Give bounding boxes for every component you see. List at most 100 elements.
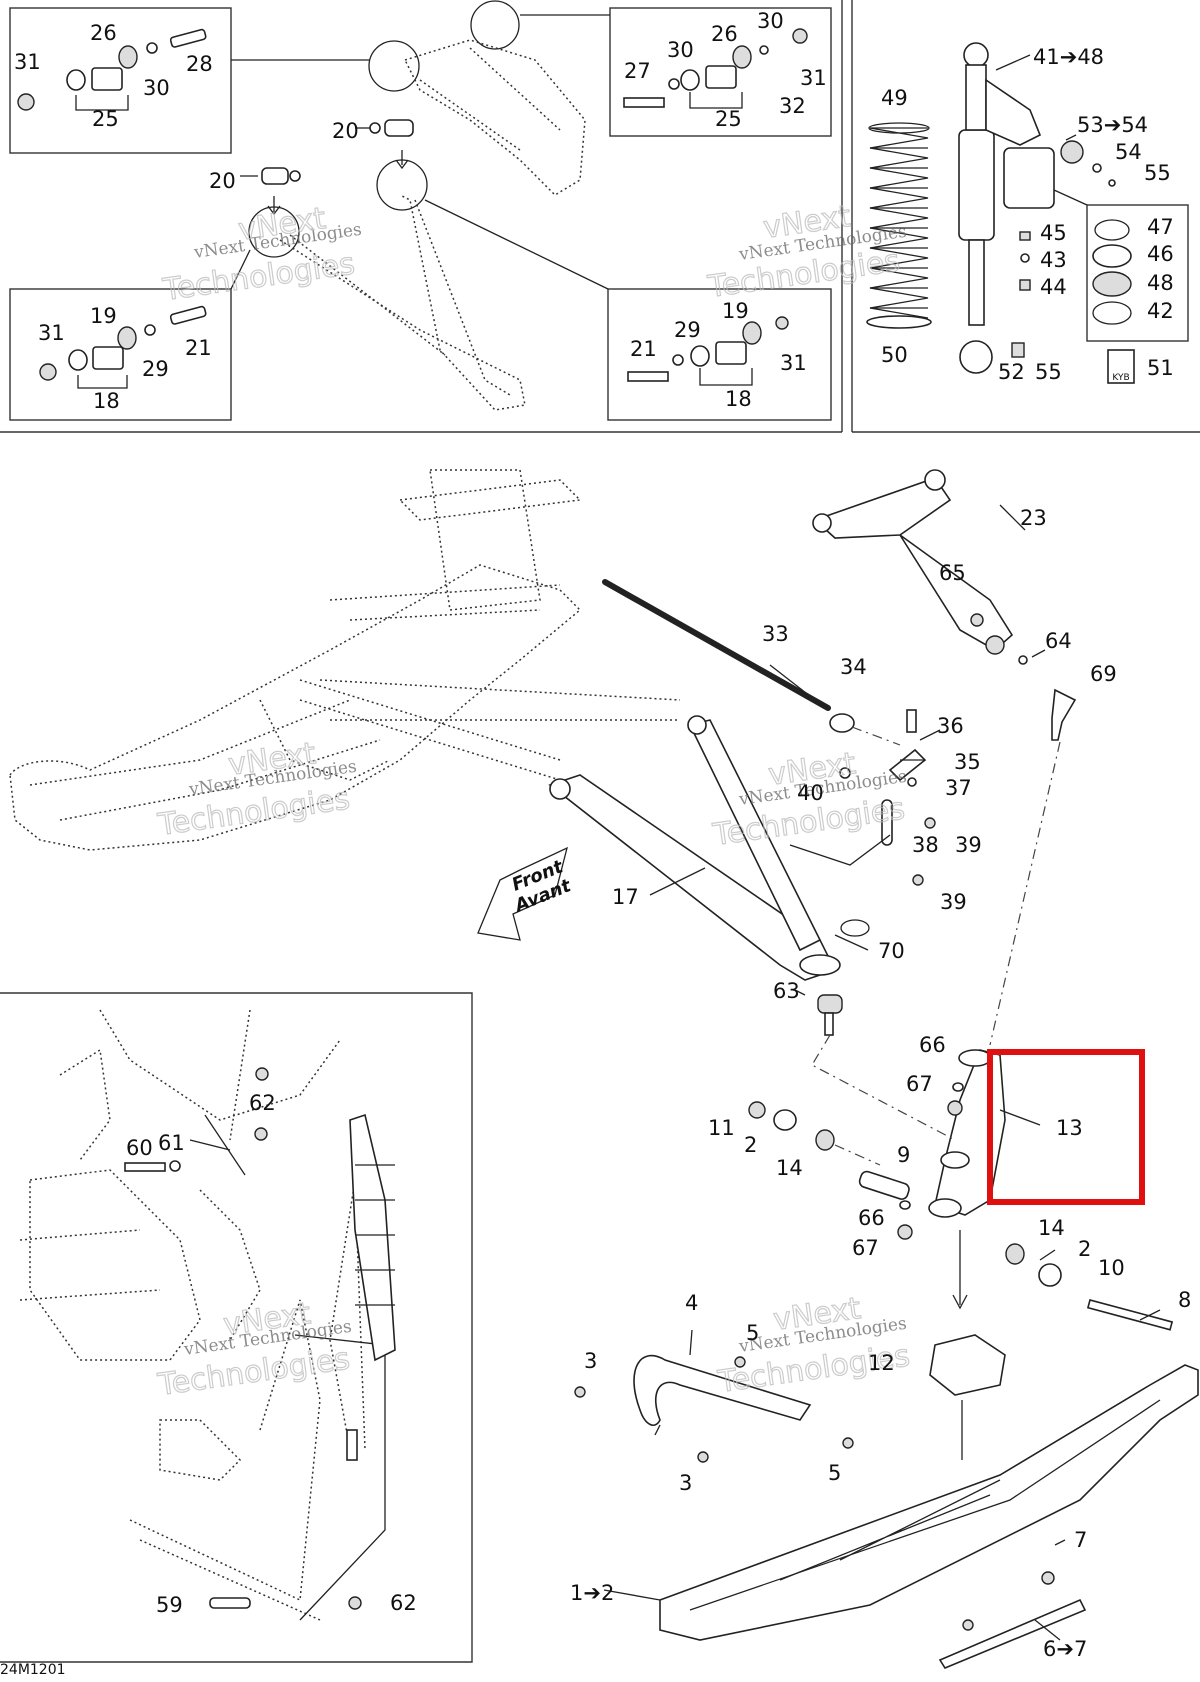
callout-28: 28 xyxy=(186,52,213,76)
callout-30: 30 xyxy=(667,38,694,62)
callout-20: 20 xyxy=(332,119,359,143)
detail-box-shock-seals xyxy=(1086,204,1189,342)
callout-labels: 31 26 28 30 25 20 20 27 30 26 30 31 32 2… xyxy=(14,9,1191,1661)
callout-27: 27 xyxy=(624,59,651,83)
callout-2: 2 xyxy=(1078,1237,1091,1261)
chassis-inset-sketch xyxy=(19,1009,396,1621)
callout-69: 69 xyxy=(1090,662,1117,686)
callout-17: 17 xyxy=(612,885,639,909)
callout-31: 31 xyxy=(38,321,65,345)
callout-66: 66 xyxy=(919,1033,946,1057)
callout-3: 3 xyxy=(584,1349,597,1373)
ski-body xyxy=(659,1364,1199,1669)
callout-18: 18 xyxy=(725,387,752,411)
callout-52: 52 xyxy=(998,360,1025,384)
callout-21: 21 xyxy=(630,337,657,361)
callout-53-54: 53➔54 xyxy=(1077,113,1148,137)
callout-13: 13 xyxy=(1056,1116,1083,1140)
callout-45: 45 xyxy=(1040,221,1067,245)
detail-hardware-upper-left xyxy=(17,28,207,111)
callout-63: 63 xyxy=(773,979,800,1003)
callout-4: 4 xyxy=(685,1291,698,1315)
callout-62: 62 xyxy=(390,1591,417,1615)
front-direction-arrow: Front Avant xyxy=(477,846,575,941)
callout-62: 62 xyxy=(249,1091,276,1115)
callout-67: 67 xyxy=(852,1236,879,1260)
callout-29: 29 xyxy=(142,357,169,381)
callout-33: 33 xyxy=(762,622,789,646)
callout-59: 59 xyxy=(156,1593,183,1617)
shock-seal-rings: KYB xyxy=(1092,219,1135,384)
callout-18: 18 xyxy=(93,389,120,413)
callout-21: 21 xyxy=(185,336,212,360)
callout-70: 70 xyxy=(878,939,905,963)
highlight-box-part-13 xyxy=(987,1049,1145,1205)
callout-8: 8 xyxy=(1178,1288,1191,1312)
detail-hardware-upper-right xyxy=(623,28,808,109)
spindle-hardware xyxy=(748,1082,1174,1331)
callout-47: 47 xyxy=(1147,215,1174,239)
callout-30: 30 xyxy=(143,76,170,100)
callout-31: 31 xyxy=(800,66,827,90)
callout-32: 32 xyxy=(779,94,806,118)
callout-25: 25 xyxy=(92,107,119,131)
callout-26: 26 xyxy=(90,21,117,45)
sway-bar xyxy=(602,579,901,746)
callout-64: 64 xyxy=(1045,629,1072,653)
detail-box-pivot-upper-right xyxy=(609,7,832,137)
callout-1-2: 1➔2 xyxy=(570,1581,614,1605)
callout-54: 54 xyxy=(1115,140,1142,164)
callout-67: 67 xyxy=(906,1072,933,1096)
callout-42: 42 xyxy=(1147,299,1174,323)
leader-lines xyxy=(603,54,1161,1641)
chassis-sketch-middle xyxy=(9,469,681,851)
callout-61: 61 xyxy=(158,1131,185,1155)
callout-29: 29 xyxy=(674,318,701,342)
shock-spring-assembly xyxy=(866,42,1116,374)
callout-5: 5 xyxy=(828,1461,841,1485)
callout-40: 40 xyxy=(797,781,824,805)
callout-39: 39 xyxy=(940,890,967,914)
detail-box-pivot-lower-left xyxy=(9,288,232,421)
upper-a-arm-inner-sketch xyxy=(231,0,610,196)
callout-46: 46 xyxy=(1147,242,1174,266)
detail-hardware-lower-right xyxy=(627,316,789,386)
callout-43: 43 xyxy=(1040,248,1067,272)
callout-26: 26 xyxy=(711,22,738,46)
ski-wear-pad xyxy=(929,1334,1006,1460)
callout-49: 49 xyxy=(881,86,908,110)
callout-55: 55 xyxy=(1035,360,1062,384)
callout-2: 2 xyxy=(744,1133,757,1157)
callout-14: 14 xyxy=(1038,1216,1065,1240)
callout-10: 10 xyxy=(1098,1256,1125,1280)
callout-19: 19 xyxy=(722,299,749,323)
callout-50: 50 xyxy=(881,343,908,367)
callout-55: 55 xyxy=(1144,161,1171,185)
callout-44: 44 xyxy=(1040,275,1067,299)
callout-66: 66 xyxy=(858,1206,885,1230)
callout-30: 30 xyxy=(757,9,784,33)
callout-31: 31 xyxy=(780,351,807,375)
lower-a-arm xyxy=(548,715,870,1036)
callout-39: 39 xyxy=(955,833,982,857)
drawing-code: 24M1201 xyxy=(0,1662,66,1678)
callout-20: 20 xyxy=(209,169,236,193)
detail-hardware-lower-left xyxy=(39,305,207,389)
callout-11: 11 xyxy=(708,1116,735,1140)
lower-a-arm-inner-sketch xyxy=(230,119,609,411)
callout-34: 34 xyxy=(840,655,867,679)
ski-handle-loop xyxy=(574,1354,854,1463)
callout-36: 36 xyxy=(937,714,964,738)
svg-text:KYB: KYB xyxy=(1112,373,1129,383)
svg-text:Technologies: Technologies xyxy=(160,246,357,308)
callout-65: 65 xyxy=(939,561,966,585)
callout-35: 35 xyxy=(954,750,981,774)
callout-3: 3 xyxy=(679,1471,692,1495)
callout-14: 14 xyxy=(776,1156,803,1180)
callout-37: 37 xyxy=(945,776,972,800)
upper-a-arm xyxy=(812,469,1077,741)
detail-box-pivot-lower-right xyxy=(607,288,832,421)
callout-6-7: 6➔7 xyxy=(1043,1637,1087,1661)
